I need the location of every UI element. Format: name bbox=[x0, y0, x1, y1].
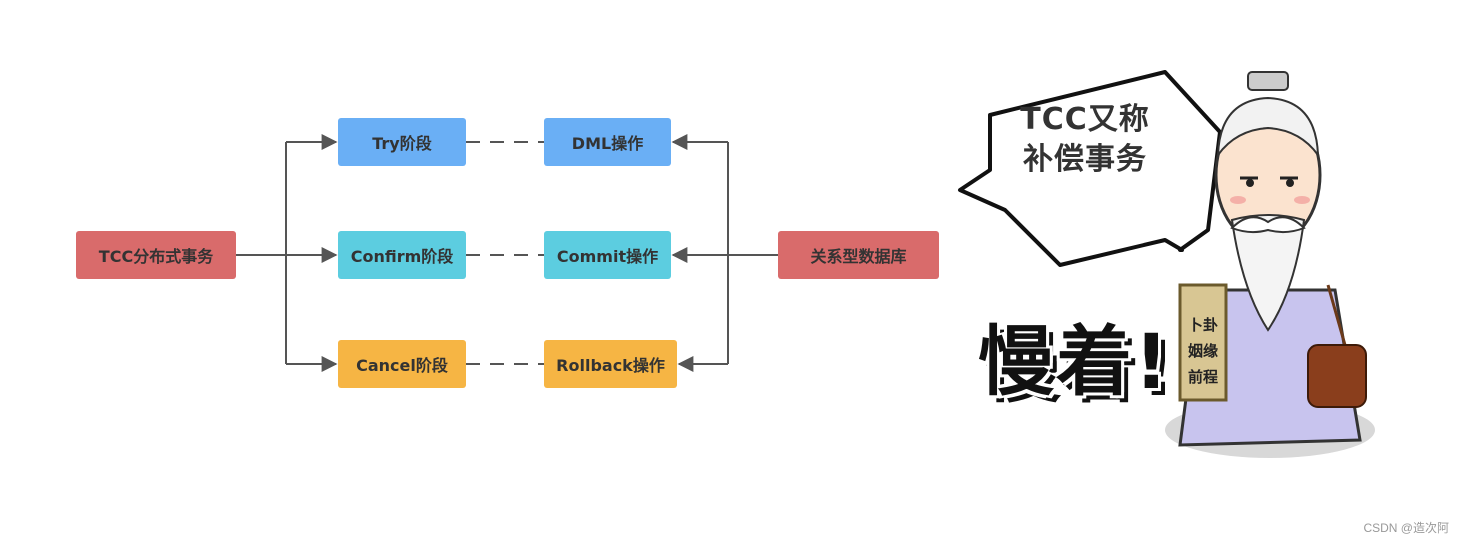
big-exclamation: 慢着! bbox=[978, 317, 1171, 406]
watermark: CSDN @造次阿 bbox=[1363, 521, 1449, 535]
node-confirm-phase: Confirm阶段 bbox=[338, 231, 466, 279]
node-commit-operation: Commit操作 bbox=[544, 231, 671, 279]
hat bbox=[1247, 71, 1289, 91]
node-try-phase: Try阶段 bbox=[338, 118, 466, 166]
beard bbox=[1230, 214, 1306, 332]
bag bbox=[1307, 344, 1367, 408]
scroll-line-2: 姻缘 bbox=[1187, 342, 1218, 360]
node-relational-database: 关系型数据库 bbox=[778, 231, 939, 279]
scroll-line-3: 前程 bbox=[1187, 368, 1218, 386]
bubble-line-2: 补偿事务 bbox=[1023, 142, 1147, 177]
node-rollback-operation: Rollback操作 bbox=[544, 340, 677, 388]
node-cancel-phase: Cancel阶段 bbox=[338, 340, 466, 388]
bubble-text: TCC又称 补偿事务 bbox=[990, 100, 1180, 180]
speech-bubble bbox=[958, 70, 1222, 267]
fortune-scroll bbox=[1178, 283, 1228, 402]
node-tcc-transaction: TCC分布式事务 bbox=[76, 231, 236, 279]
bubble-line-1: TCC又称 bbox=[1020, 102, 1150, 137]
old-man-illustration bbox=[958, 70, 1375, 458]
node-dml-operation: DML操作 bbox=[544, 118, 671, 166]
scroll-line-1: 卜卦 bbox=[1187, 316, 1218, 334]
scroll-text: 卜卦 姻缘 前程 bbox=[1183, 312, 1223, 390]
